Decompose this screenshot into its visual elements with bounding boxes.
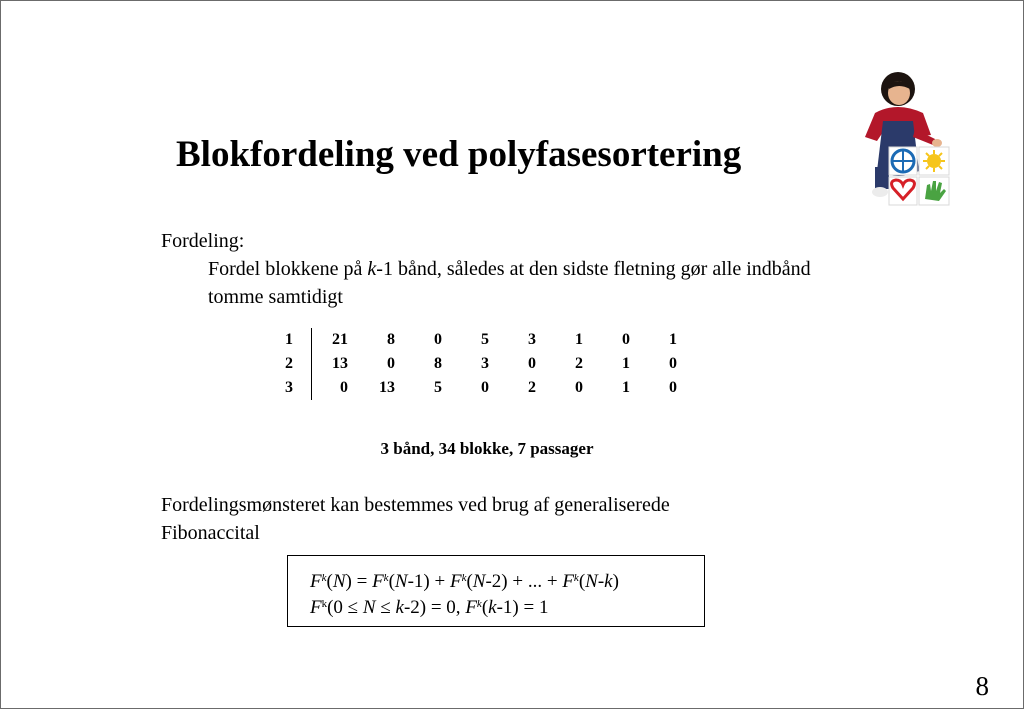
table-cell: 0 xyxy=(669,355,677,372)
table-cell: 2 xyxy=(528,379,536,396)
fibonacci-intro: Fordelingsmønsteret kan bestemmes ved br… xyxy=(161,491,670,547)
fibonacci-intro-line2: Fibonaccital xyxy=(161,522,260,544)
table-cell: 8 xyxy=(434,355,442,372)
fordeling-description: Fordel blokkene på k-1 bånd, således at … xyxy=(208,258,811,308)
table-cell: 1 xyxy=(622,379,630,396)
table-cell: 3 xyxy=(481,355,489,372)
table-cell: 0 xyxy=(575,379,583,396)
table-cell: 0 xyxy=(387,355,395,372)
table-cell: 5 xyxy=(434,379,442,396)
tape-number: 2 xyxy=(273,352,312,376)
table-cell: 1 xyxy=(622,355,630,372)
table-cell: 1 xyxy=(669,331,677,348)
slide-title: Blokfordeling ved polyfasesortering xyxy=(176,134,742,175)
table-row: 2 13 0 8 3 0 2 1 0 xyxy=(273,352,677,376)
table-cell: 13 xyxy=(332,355,348,372)
tape-number: 3 xyxy=(273,376,312,400)
table-cell: 21 xyxy=(332,331,348,348)
formula-line-recurrence: Fk(N) = Fk(N-1) + Fk(N-2) + ... + Fk(N-k… xyxy=(310,571,619,592)
table-row: 3 0 13 5 0 2 0 1 0 xyxy=(273,376,677,400)
page-number: 8 xyxy=(975,671,990,701)
table-cell: 0 xyxy=(340,379,348,396)
table-cell: 13 xyxy=(379,379,395,396)
table-cell: 1 xyxy=(575,331,583,348)
table-cell: 0 xyxy=(622,331,630,348)
tape-number: 1 xyxy=(273,328,312,352)
fordeling-label: Fordeling: xyxy=(161,230,245,252)
distribution-summary: 3 bånd, 34 blokke, 7 passager xyxy=(380,439,594,458)
child-with-blocks-image xyxy=(865,72,950,206)
table-cell: 8 xyxy=(387,331,395,348)
formula-line-initial: Fk(0 ≤ N ≤ k-2) = 0, Fk(k-1) = 1 xyxy=(310,597,549,618)
table-cell: 0 xyxy=(481,379,489,396)
table-cell: 2 xyxy=(575,355,583,372)
table-cell: 0 xyxy=(669,379,677,396)
table-cell: 3 xyxy=(528,331,536,348)
table-cell: 0 xyxy=(434,331,442,348)
fibonacci-formula-box: Fk(N) = Fk(N-1) + Fk(N-2) + ... + Fk(N-k… xyxy=(287,555,705,627)
table-cell: 5 xyxy=(481,331,489,348)
fibonacci-intro-line1: Fordelingsmønsteret kan bestemmes ved br… xyxy=(161,494,670,516)
table-row: 1 21 8 0 5 3 1 0 1 xyxy=(273,328,677,352)
table-cell: 0 xyxy=(528,355,536,372)
